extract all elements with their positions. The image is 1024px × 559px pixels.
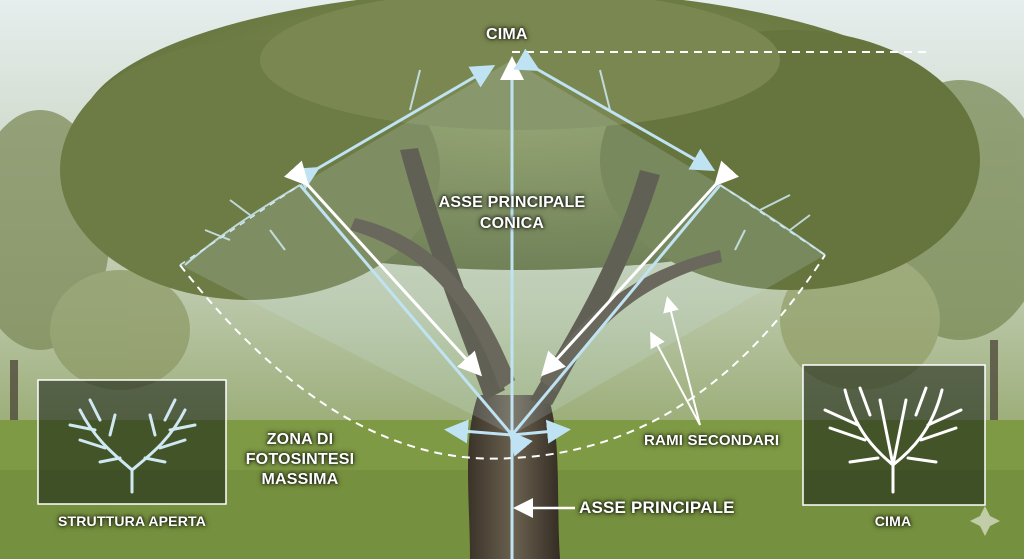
cone-right-dashed <box>719 184 826 256</box>
cone-left-dashed <box>179 184 301 266</box>
sparkle-icon <box>970 506 1000 536</box>
inset-right-caption: CIMA <box>874 513 912 529</box>
label-zona-line2: FOTOSINTESI <box>245 451 355 468</box>
inset-right-tree-icon <box>823 386 963 494</box>
inset-left-caption: STRUTTURA APERTA <box>57 513 207 529</box>
label-asse-principale: ASSE PRINCIPALE <box>579 498 735 517</box>
label-zona-line3: MASSIMA <box>261 471 339 488</box>
label-rami-secondari: RAMI SECONDARI <box>644 432 780 449</box>
label-zona-fotosintesi: ZONA DI FOTOSINTESI MASSIMA <box>230 430 370 490</box>
label-asse-conica-line2: CONICA <box>479 215 545 232</box>
secondary-branch-arrows <box>284 160 739 426</box>
inset-left-tree-icon <box>68 398 197 494</box>
label-zona-line1: ZONA DI <box>266 431 334 448</box>
label-asse-principale-conica: ASSE PRINCIPALE CONICA <box>422 192 602 234</box>
label-cima-top: CIMA <box>486 26 528 43</box>
label-asse-conica-line1: ASSE PRINCIPALE <box>438 194 586 211</box>
